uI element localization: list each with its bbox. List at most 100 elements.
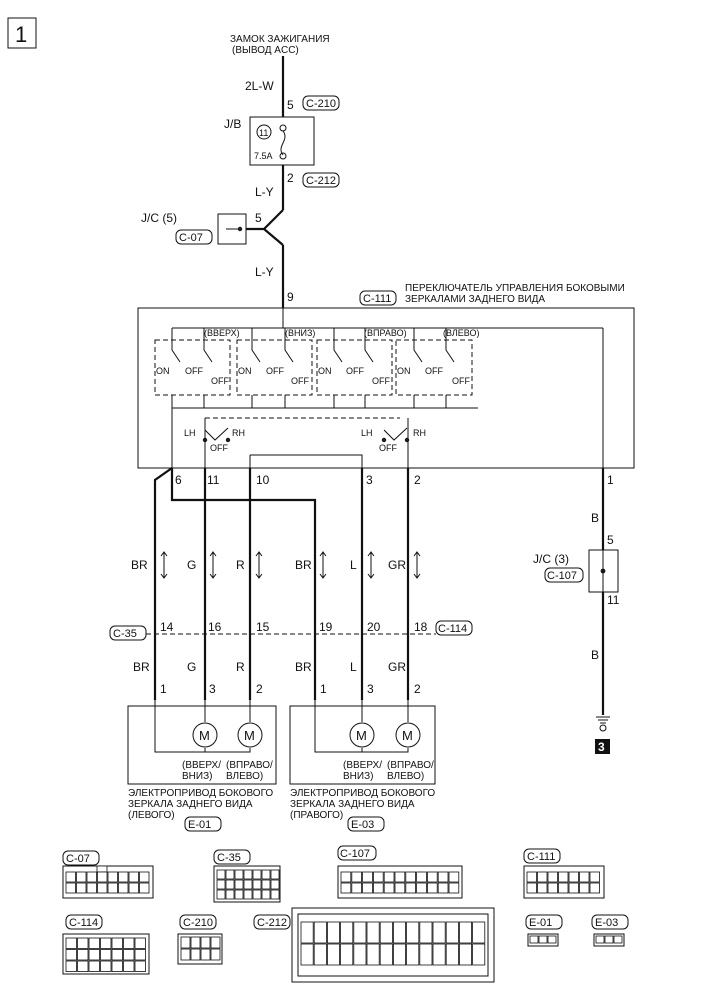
connector-pin-cell xyxy=(372,871,384,883)
connector-pin-cell xyxy=(362,882,373,894)
connector-pin-cell xyxy=(210,948,221,961)
connector-pin-cell xyxy=(243,879,253,890)
mirror-switch-body xyxy=(137,307,635,469)
svg-text:ВЛЕВО): ВЛЕВО) xyxy=(226,771,263,782)
svg-text:ON: ON xyxy=(318,366,332,376)
connector-pin-cell xyxy=(97,882,108,894)
connector-pin-cell xyxy=(432,943,446,966)
switch-subtitle: ЗЕРКАЛАМИ ЗАДНЕГО ВИДА xyxy=(405,294,545,305)
connector-tag-e01: E-01 xyxy=(184,816,222,832)
connector-pin-cell xyxy=(86,882,97,894)
connector-pin-cell xyxy=(472,921,486,944)
svg-text:OFF: OFF xyxy=(372,376,390,386)
connector-pin-cell xyxy=(547,935,557,944)
svg-text:(ВЛЕВО): (ВЛЕВО) xyxy=(443,328,480,338)
connector-pin-cell xyxy=(340,921,354,944)
left-pin-1: 1 xyxy=(160,682,167,696)
svg-text:(ВВЕРХ): (ВВЕРХ) xyxy=(204,328,240,338)
wire-label-gr-2: GR xyxy=(388,660,406,674)
svg-text:ON: ON xyxy=(397,366,411,376)
connector-view-e03: E-03 xyxy=(591,914,629,947)
switch-pin-3: 3 xyxy=(366,473,373,487)
svg-text:C-07: C-07 xyxy=(179,232,203,244)
connector-pin-cell xyxy=(65,871,76,883)
connector-pin-cell xyxy=(77,937,89,949)
fuse-rating: 7.5A xyxy=(254,151,273,161)
connector-pin-cell xyxy=(366,921,380,944)
connector-pin-cell xyxy=(225,879,235,890)
svg-text:(ВВЕРХ/: (ВВЕРХ/ xyxy=(343,760,382,771)
svg-text:ВНИЗ): ВНИЗ) xyxy=(343,771,373,782)
svg-text:C-111: C-111 xyxy=(363,293,391,305)
connector-pin-cell xyxy=(351,882,362,894)
connector-pin-cell xyxy=(558,871,569,883)
connector-pin-cell xyxy=(526,871,537,883)
connector-pin-cell xyxy=(366,943,380,966)
connector-pin-cell xyxy=(340,882,352,894)
connector-pin-cell xyxy=(134,937,146,949)
connector-view-c111: C-111 xyxy=(523,848,605,899)
svg-text:RH: RH xyxy=(413,428,426,438)
connector-pin-cell xyxy=(107,882,118,894)
connector-pin-cell xyxy=(589,882,600,894)
connector-pin-cell xyxy=(180,948,191,961)
connector-pin-cell xyxy=(123,960,135,972)
connector-pin-cell xyxy=(595,935,605,944)
connector-pin-cell xyxy=(537,882,548,894)
connector-pin-cell xyxy=(392,921,406,944)
connector-pin-cell xyxy=(107,871,118,883)
wire-label-br-1: BR xyxy=(131,558,148,572)
connector-pin-cell xyxy=(529,935,539,944)
jc3-label: J/C (3) xyxy=(533,552,569,566)
source-title: ЗАМОК ЗАЖИГАНИЯ xyxy=(230,34,330,45)
connector-pin-cell xyxy=(458,943,472,966)
svg-text:OFF: OFF xyxy=(291,376,309,386)
connector-pin-cell xyxy=(538,935,548,944)
connector-pin-cell xyxy=(123,949,135,961)
connector-pin-cell xyxy=(526,882,537,894)
connector-pin-cell xyxy=(86,871,97,883)
svg-text:ВЛЕВО): ВЛЕВО) xyxy=(387,771,424,782)
left-pin-2: 2 xyxy=(256,682,263,696)
connector-pin-cell xyxy=(180,936,191,949)
switch-title: ПЕРЕКЛЮЧАТЕЛЬ УПРАВЛЕНИЯ БОКОВЫМИ xyxy=(405,283,625,294)
connector-pin-cell xyxy=(252,889,262,900)
svg-text:OFF: OFF xyxy=(211,376,229,386)
wire-label-b-2: B xyxy=(591,648,599,662)
svg-text:C-210: C-210 xyxy=(183,917,213,929)
connector-pin-cell xyxy=(76,882,87,894)
connector-pin-cell xyxy=(111,937,123,949)
wire-label-g-2: G xyxy=(187,660,196,674)
connector-pin-cell xyxy=(134,949,146,961)
svg-text:C-114: C-114 xyxy=(69,917,98,929)
svg-text:C-35: C-35 xyxy=(113,628,137,640)
connector-pin-cell xyxy=(372,882,384,894)
connector-pin-cell xyxy=(579,871,590,883)
connector-pin-cell xyxy=(340,871,352,883)
connector-pin-cell xyxy=(406,943,420,966)
connector-pin-cell xyxy=(225,889,235,900)
wire-label-br-4: BR xyxy=(295,660,312,674)
connector-pin-cell xyxy=(300,921,314,944)
connector-view-c107: C-107 xyxy=(337,845,463,899)
svg-text:C-107: C-107 xyxy=(340,848,370,860)
switch-pin-10: 10 xyxy=(256,473,270,487)
connector-pin-cell xyxy=(426,871,438,883)
svg-text:OFF: OFF xyxy=(425,366,443,376)
connector-pin-cell xyxy=(128,882,139,894)
wire-br-right xyxy=(170,468,317,700)
connector-pin-cell xyxy=(65,937,77,949)
pin-15: 15 xyxy=(256,620,270,634)
connector-pin-cell xyxy=(579,882,590,894)
wire-label-br-3: BR xyxy=(133,660,150,674)
wire-label-b-1: B xyxy=(591,511,599,525)
ground-icon xyxy=(596,716,610,732)
connector-pin-cell xyxy=(216,879,226,890)
connector-pin-cell xyxy=(65,949,77,961)
switch-pin-1: 1 xyxy=(607,473,614,487)
connector-pin-cell xyxy=(111,949,123,961)
svg-text:C-107: C-107 xyxy=(547,570,577,582)
connector-pin-cell xyxy=(419,943,433,966)
connector-pin-cell xyxy=(568,882,579,894)
connector-pin-cell xyxy=(353,921,367,944)
